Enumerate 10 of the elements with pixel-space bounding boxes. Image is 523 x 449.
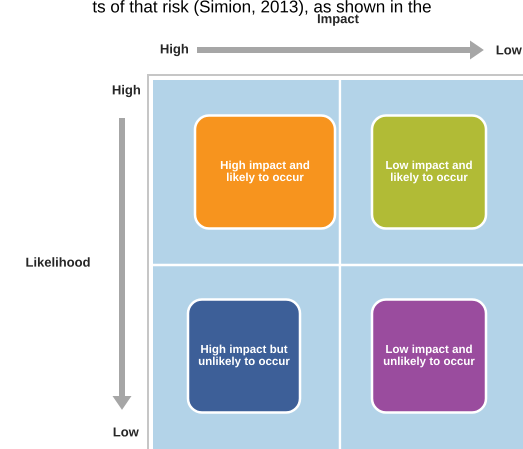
axis-label: Low	[496, 45, 522, 55]
axis-label: High	[112, 84, 140, 98]
risk-box: High impact and likely to occur	[194, 114, 336, 230]
axis-label: High	[160, 44, 188, 56]
axis-title: Impact	[318, 14, 359, 26]
axis-title: Likelihood	[26, 257, 90, 267]
risk-box: High impact but unlikely to occur	[186, 298, 302, 414]
risk-box: Low impact and likely to occur	[370, 114, 488, 230]
risk-box: Low impact and unlikely to occur	[370, 298, 488, 414]
axis-label: Low	[114, 427, 139, 437]
